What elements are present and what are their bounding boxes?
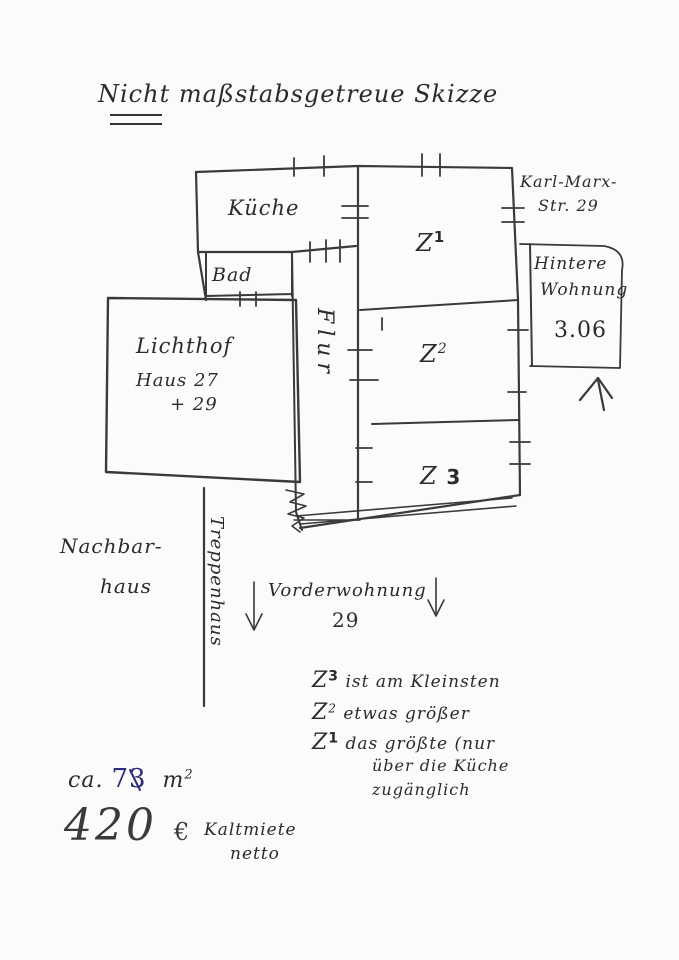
arrow-rear — [578, 376, 614, 412]
rear-apartment-wall — [529, 243, 533, 367]
courtyard-sub-2: + 29 — [170, 394, 218, 415]
courtyard-outline — [104, 296, 302, 484]
rear-apartment-number: 3.06 — [554, 318, 607, 343]
room-z3-number: 3 — [446, 465, 462, 489]
rear-apartment-label-1: Hintere — [534, 254, 608, 274]
note-line: Z2 etwas größer — [312, 700, 470, 725]
note-line: Z1 das größte (nur — [312, 730, 496, 755]
wall-z1-z2 — [359, 299, 519, 311]
room-z1-letter: Z — [416, 229, 434, 257]
rear-apartment-outline — [519, 243, 624, 369]
rear-apartment-label-2: Wohnung — [540, 280, 629, 300]
street-label-1: Karl-Marx- — [520, 172, 618, 191]
area-prefix: ca. — [68, 768, 104, 793]
note-line: über die Küche — [372, 756, 510, 775]
rent-amount: 420 € — [64, 800, 192, 851]
area-unit-sup: 2 — [184, 767, 194, 783]
area-value: 73 — [111, 764, 147, 794]
rent-value: 420 — [64, 800, 157, 851]
room-z3: Z 3 — [420, 462, 461, 490]
sketch-title: Nicht maßstabsgetreue Skizze — [98, 80, 499, 108]
rent-label-2: netto — [230, 844, 280, 864]
room-z3-letter: Z — [420, 462, 438, 490]
front-apartment-label-1: Vorderwohnung — [268, 580, 427, 601]
room-z1: Z1 — [416, 228, 445, 257]
courtyard-sub-1: Haus 27 — [136, 370, 219, 391]
room-z2: Z2 — [420, 340, 448, 368]
door-ticks — [239, 153, 531, 483]
front-apartment-label-2: 29 — [332, 608, 360, 632]
title-underline — [110, 114, 162, 125]
arrow-front-left — [245, 581, 263, 631]
arrow-front-right — [427, 577, 445, 617]
rent-currency: € — [173, 818, 193, 846]
neighbor-label-1: Nachbar- — [60, 534, 163, 558]
wall-bottom — [293, 497, 517, 525]
room-courtyard: Lichthof — [136, 334, 233, 358]
room-kitchen: Küche — [228, 196, 300, 220]
room-z2-letter: Z — [420, 340, 438, 368]
neighbor-label-2: haus — [100, 574, 152, 598]
street-label-2: Str. 29 — [538, 196, 599, 215]
rent-label-1: Kaltmiete — [204, 820, 297, 840]
wall-z2-z3 — [371, 419, 519, 425]
area-correction — [129, 769, 141, 791]
note-line: zugänglich — [372, 780, 471, 799]
room-hallway: Flur — [312, 308, 337, 379]
note-line: Z3 ist am Kleinsten — [312, 668, 501, 693]
room-z2-number: 2 — [437, 341, 448, 357]
entrance-scribble — [285, 489, 307, 533]
area-unit: m — [162, 768, 185, 793]
room-bath: Bad — [212, 264, 253, 286]
stairwell-label: Treppenhaus — [206, 516, 227, 647]
room-z1-number: 1 — [433, 228, 446, 246]
area-label: ca. 73 m2 — [68, 764, 194, 794]
